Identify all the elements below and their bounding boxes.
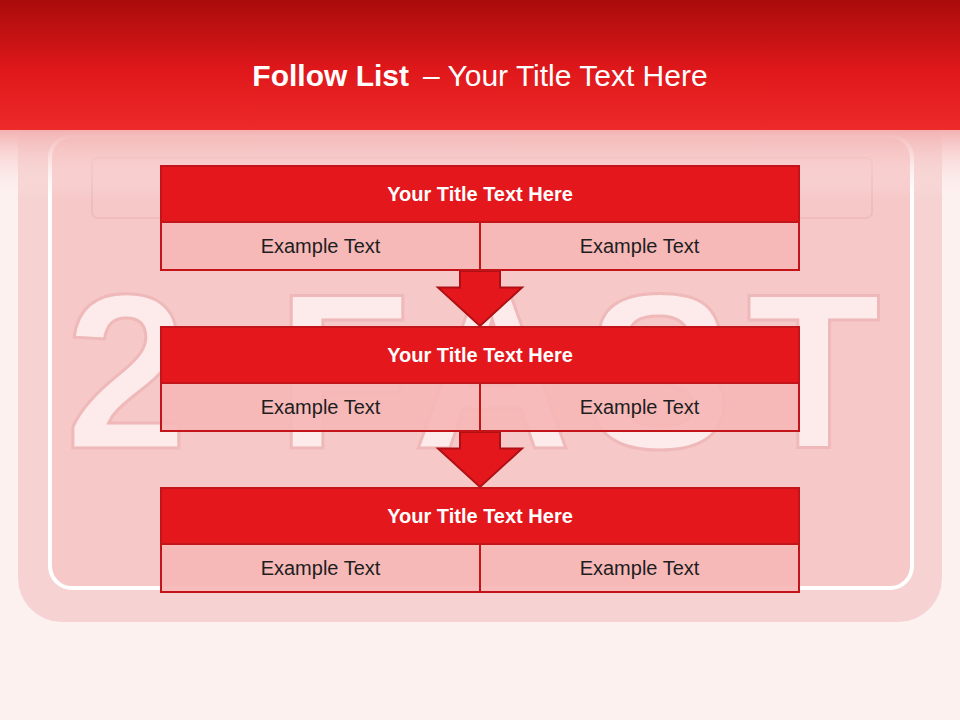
plate-inner-border — [50, 136, 912, 588]
cell-text: Example Text — [172, 235, 469, 257]
flow-arrow — [438, 432, 522, 487]
cell-text: Example Text — [172, 557, 469, 579]
step-group: Your Title Text HereExample TextExample … — [160, 487, 800, 593]
example-cell: Example Text — [162, 223, 479, 269]
title-text: Follow List — [252, 59, 409, 93]
cell-text: Example Text — [491, 557, 788, 579]
example-cell: Example Text — [162, 384, 479, 430]
cell-text: Example Text — [491, 396, 788, 418]
cell-row: Example Text Example Text — [162, 221, 798, 269]
example-cell: Example Text — [479, 545, 798, 591]
title-subtext: – Your Title Text Here — [423, 59, 708, 93]
step-group: Your Title Text HereExample TextExample … — [160, 326, 800, 432]
step-title: Your Title Text Here — [162, 328, 798, 382]
example-cell: Example Text — [479, 223, 798, 269]
step-title: Your Title Text Here — [162, 489, 798, 543]
cell-text: Example Text — [172, 396, 469, 418]
example-cell: Example Text — [479, 384, 798, 430]
step-group: Your Title Text HereExample TextExample … — [160, 165, 800, 271]
title-banner — [0, 0, 960, 130]
cell-row: Example Text Example Text — [162, 543, 798, 591]
step-title: Your Title Text Here — [162, 167, 798, 221]
slide-title: Follow List – Your Title Text Here — [0, 52, 960, 100]
example-cell: Example Text — [162, 545, 479, 591]
cell-text: Example Text — [491, 235, 788, 257]
cell-row: Example Text Example Text — [162, 382, 798, 430]
flow-arrow — [438, 271, 522, 326]
